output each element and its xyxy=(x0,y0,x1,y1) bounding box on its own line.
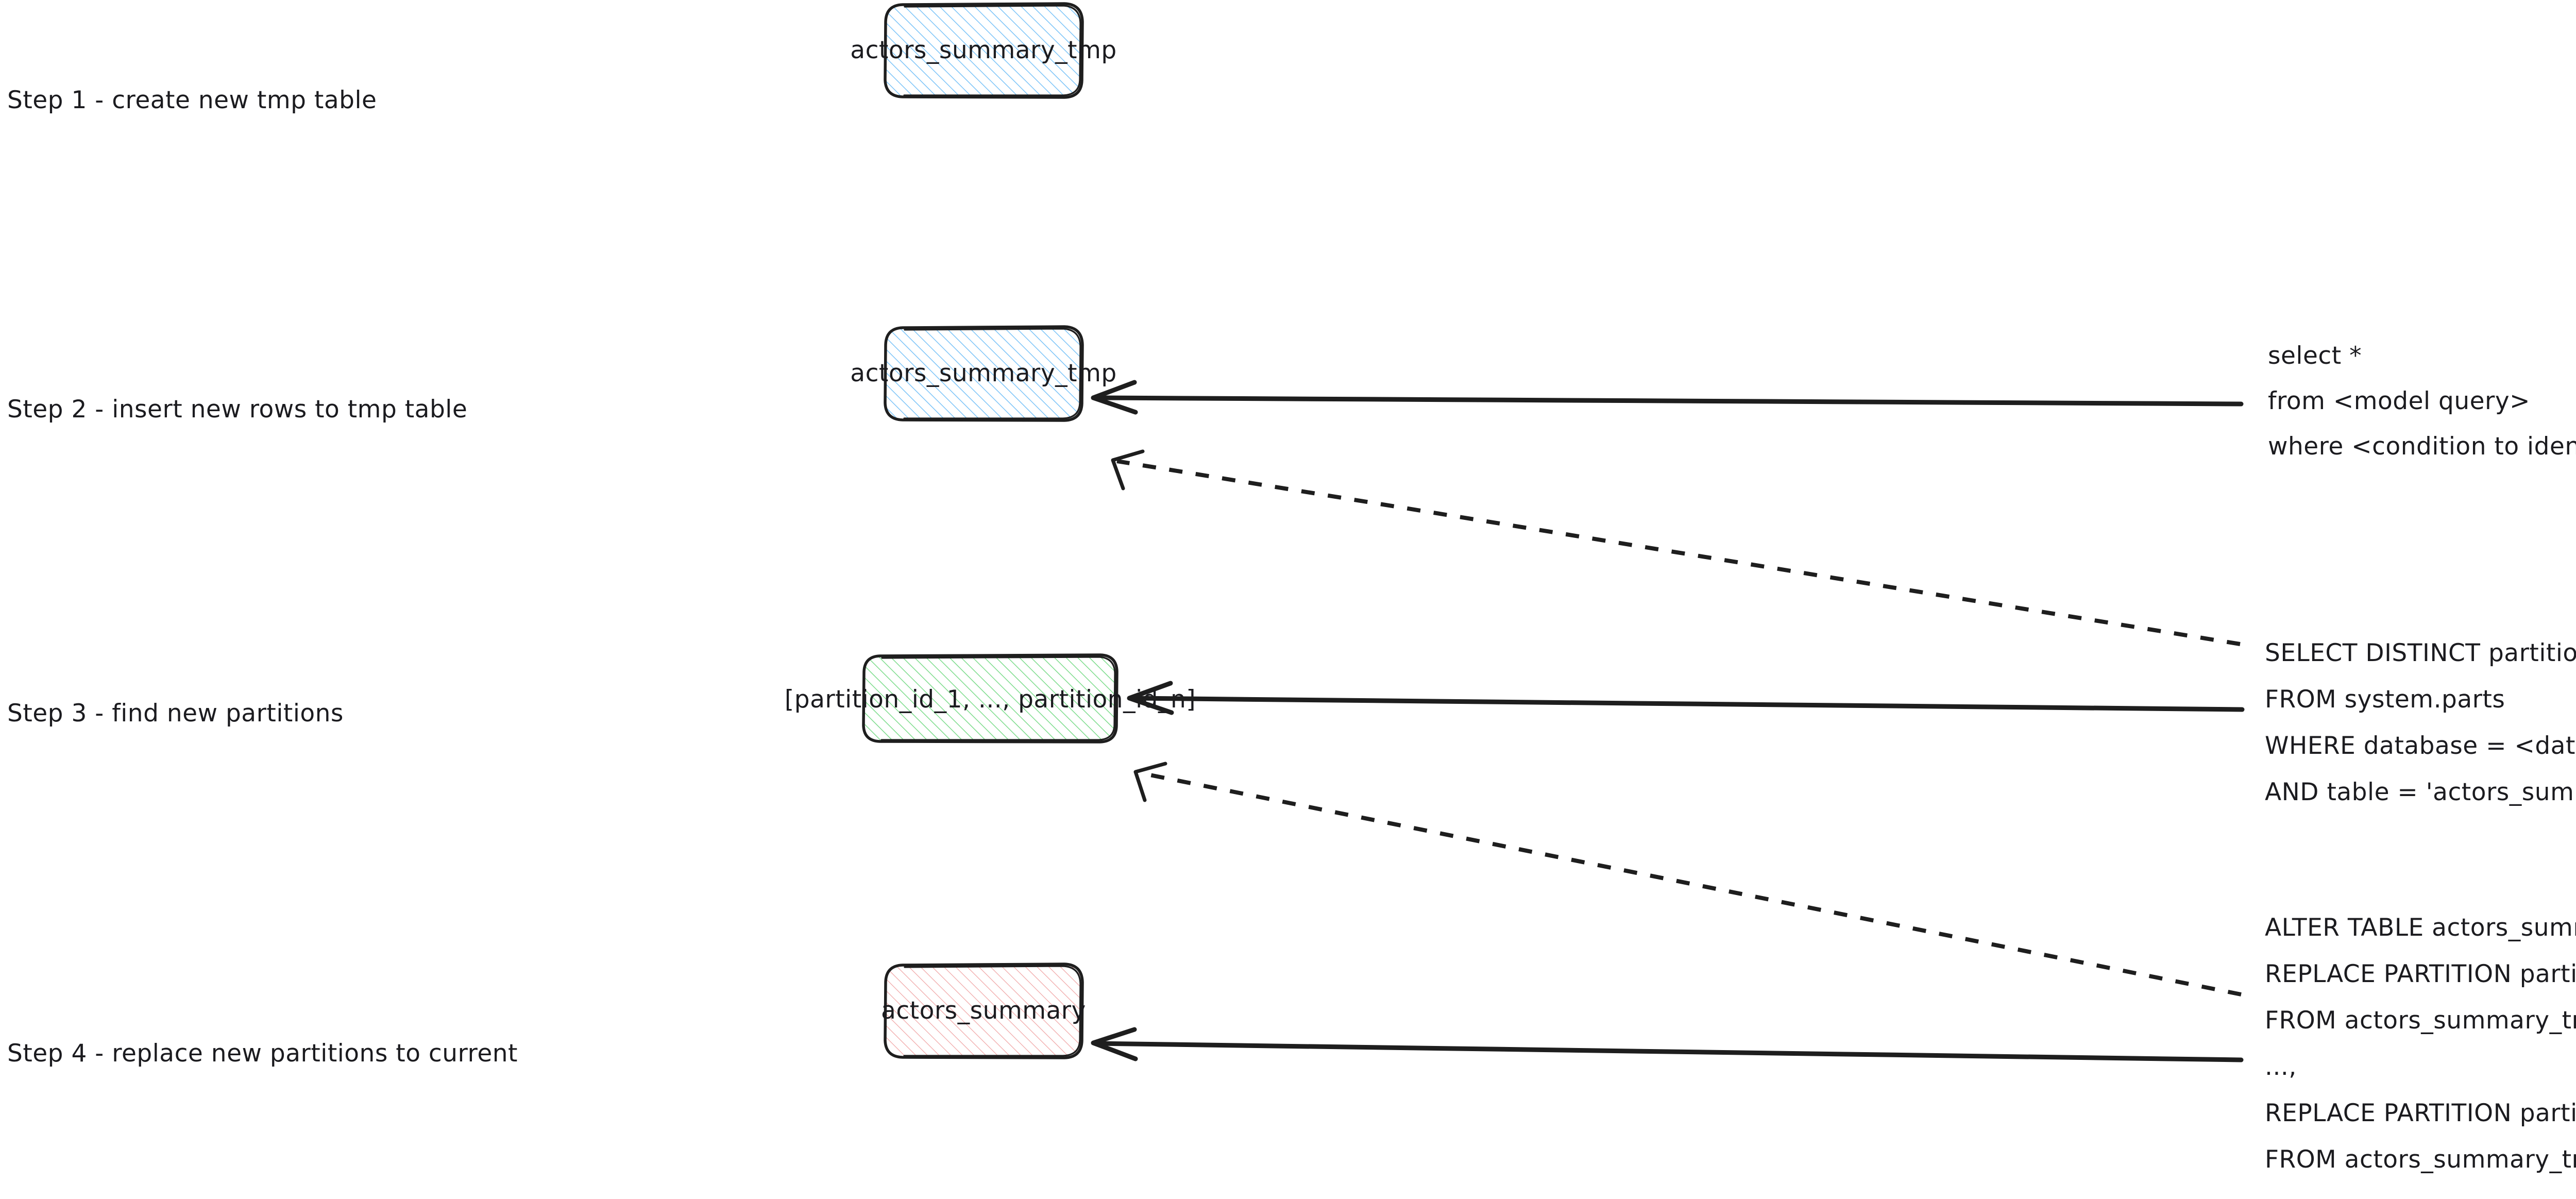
box-step3-label: [partition_id_1, ..., partition_id_n] xyxy=(785,685,1196,714)
box-step2-label: actors_summary_tmp xyxy=(850,359,1116,387)
code-block-insert-query: select * from <model query> where <condi… xyxy=(2268,342,2576,461)
connector-replace-line xyxy=(1094,1041,2244,1062)
box-step2-outline xyxy=(884,325,1084,422)
connector-find-partitions-solid-arrowhead xyxy=(1127,681,1174,715)
connector-insert-query-to-box-step2[interactable] xyxy=(1091,380,2244,415)
replace-line-5: REPLACE PARTITION partition_id_n xyxy=(2265,1099,2576,1127)
box-step4-hachure xyxy=(885,965,1082,1057)
box-step1-outline xyxy=(884,2,1084,99)
step-2-label: Step 2 - insert new rows to tmp table xyxy=(7,395,467,424)
insert-query-line-2: from <model query> xyxy=(2268,387,2530,415)
step-3-label: Step 3 - find new partitions xyxy=(7,699,344,728)
replace-line-3: FROM actors_summary_tmp, xyxy=(2265,1006,2576,1035)
box-step2-shape[interactable]: actors_summary_tmp xyxy=(850,325,1116,422)
step-1-label: Step 1 - create new tmp table xyxy=(7,86,377,114)
find-partitions-line-1: SELECT DISTINCT partition_id xyxy=(2265,639,2576,667)
box-step1-shape[interactable]: actors_summary_tmp xyxy=(850,2,1116,99)
connector-replace-to-box-step4[interactable] xyxy=(1091,1027,2244,1062)
box-step3-shape[interactable]: [partition_id_1, ..., partition_id_n] xyxy=(785,653,1196,744)
connector-replace-to-box-step3[interactable] xyxy=(1133,762,2242,997)
insert-query-line-3: where <condition to identify new> xyxy=(2268,432,2576,461)
replace-line-6: FROM actors_summary_tmp, xyxy=(2265,1145,2576,1174)
connector-find-partitions-dashed-line xyxy=(1116,459,2241,646)
code-block-find-partitions-query: SELECT DISTINCT partition_id FROM system… xyxy=(2265,639,2576,806)
replace-line-2: REPLACE PARTITION partition_id_1 xyxy=(2265,960,2576,988)
box-step2-outline-second-pass xyxy=(903,328,1081,419)
box-step3-outline-second-pass xyxy=(880,656,1116,741)
box-step4-outline-second-pass xyxy=(903,965,1081,1057)
connector-replace-arrowhead xyxy=(1091,1027,1138,1061)
connector-insert-line xyxy=(1094,395,2244,407)
connector-insert-arrowhead xyxy=(1091,380,1138,415)
box-step1-outline-second-pass xyxy=(903,5,1081,96)
box-step1-label: actors_summary_tmp xyxy=(850,36,1116,64)
box-step4-shape[interactable]: actors_summary xyxy=(881,962,1086,1059)
insert-query-line-1: select * xyxy=(2268,342,2362,370)
box-step3-outline xyxy=(862,653,1118,744)
box-step4-label: actors_summary xyxy=(881,997,1086,1025)
connector-find-partitions-to-box-step2[interactable] xyxy=(1111,449,2241,646)
connector-replace-dashed-line xyxy=(1139,771,2242,997)
step-4-label: Step 4 - replace new partitions to curre… xyxy=(7,1039,518,1068)
connector-find-partitions-line xyxy=(1130,696,2245,712)
box-step1-hachure xyxy=(885,4,1082,97)
box-step2-hachure xyxy=(885,327,1082,420)
connector-find-partitions-to-box-step3[interactable] xyxy=(1127,681,2245,715)
box-step3-hachure xyxy=(863,655,1117,742)
connector-replace-dashed-arrowhead xyxy=(1133,762,1167,802)
find-partitions-line-4: AND table = 'actors_summary_tmp' xyxy=(2265,778,2576,806)
connector-find-partitions-arrowhead xyxy=(1111,449,1145,491)
code-block-replace-partitions-query: ALTER TABLE actors_summary REPLACE PARTI… xyxy=(2265,914,2576,1174)
replace-line-1: ALTER TABLE actors_summary xyxy=(2265,914,2576,942)
replace-line-4: ..., xyxy=(2265,1053,2297,1081)
box-step4-outline xyxy=(884,962,1084,1059)
find-partitions-line-2: FROM system.parts xyxy=(2265,685,2505,714)
find-partitions-line-3: WHERE database = <database> xyxy=(2265,732,2576,760)
